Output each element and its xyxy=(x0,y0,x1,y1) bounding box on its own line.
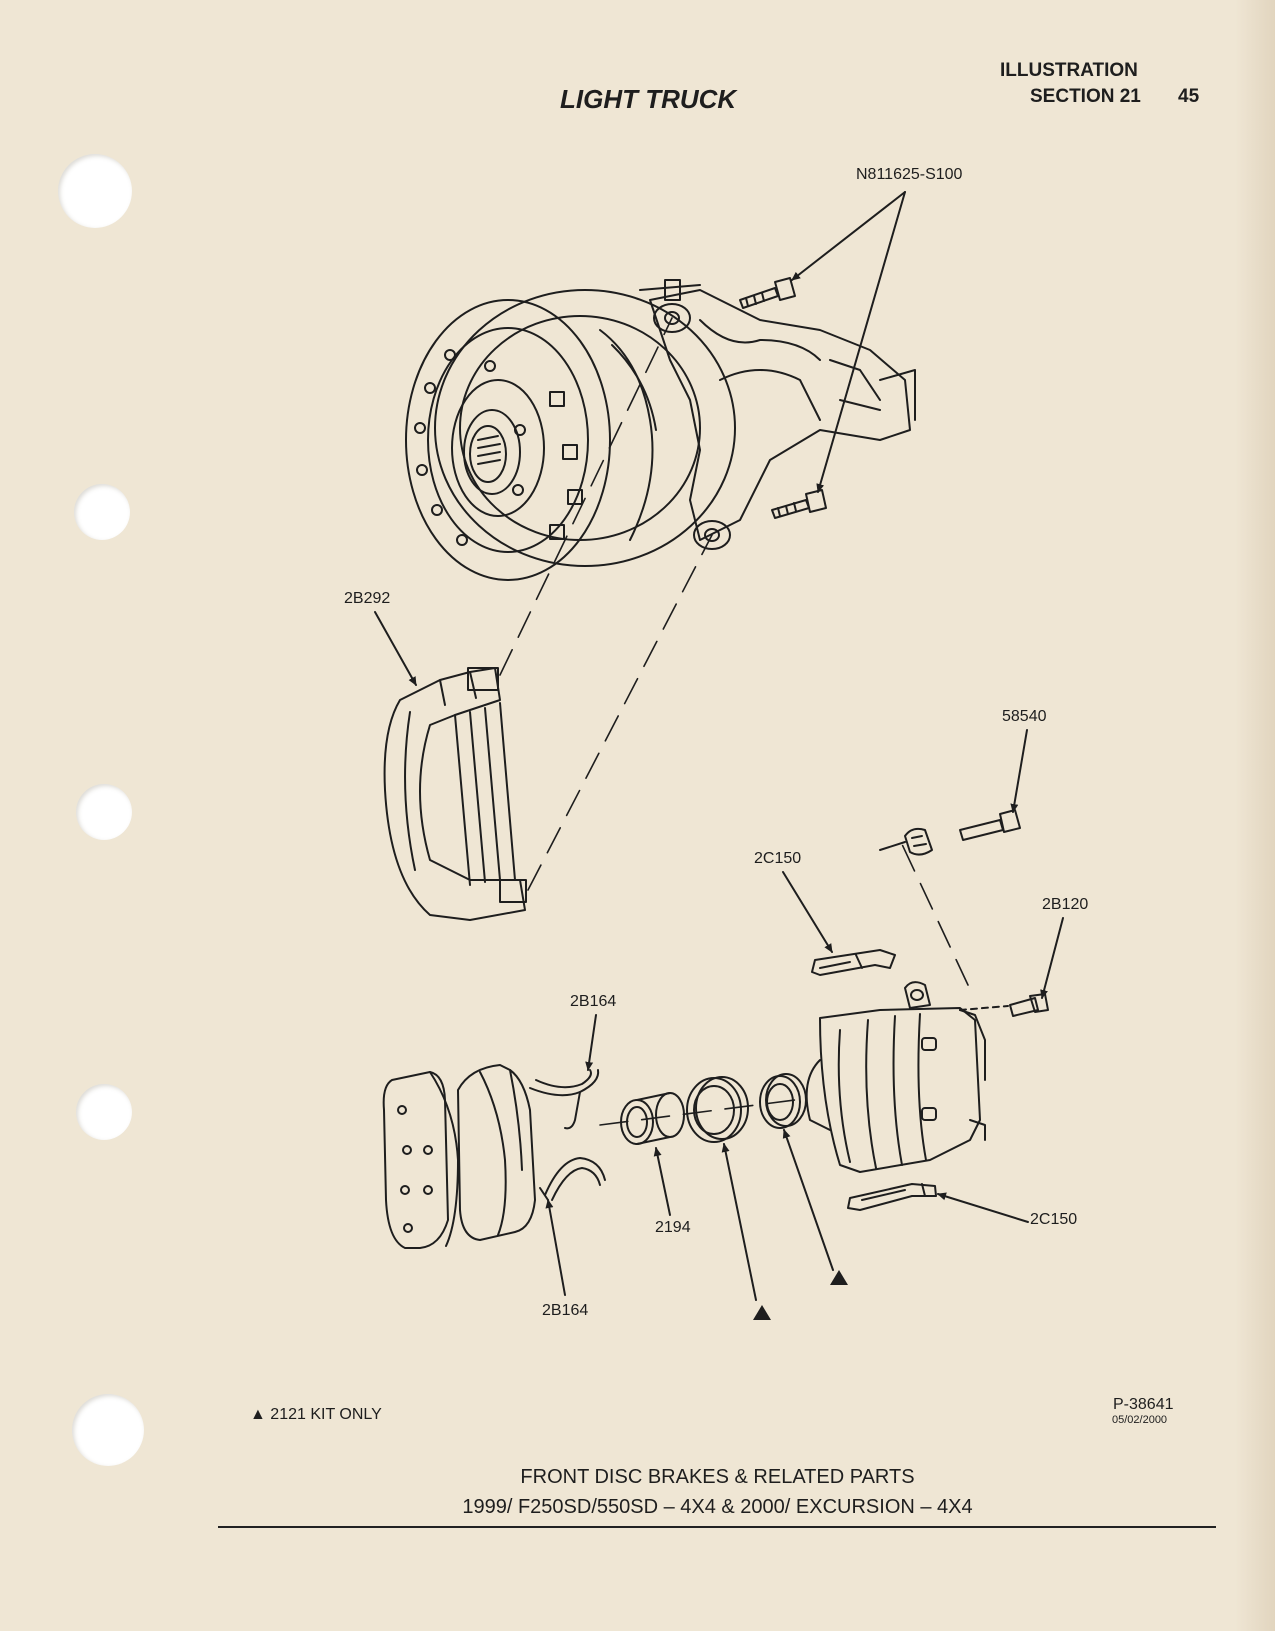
caliper-bolt-lower xyxy=(771,489,827,519)
illustration-label: ILLUSTRATION xyxy=(1000,60,1138,81)
kit-markers xyxy=(753,1270,848,1320)
spring-lower xyxy=(539,1157,606,1201)
kit-marker-triangle xyxy=(753,1305,771,1320)
pin-bolt xyxy=(879,809,1021,856)
footer-rule xyxy=(218,1526,1216,1528)
legend-text: 2121 KIT ONLY xyxy=(270,1406,382,1423)
callout-2b164-upper: 2B164 xyxy=(570,993,617,1010)
caliper-bolt-upper xyxy=(739,277,796,309)
callout-2c150-upper: 2C150 xyxy=(754,850,802,867)
outer-pad xyxy=(382,1071,459,1249)
piston xyxy=(620,1092,685,1145)
binder-hole-1 xyxy=(58,154,132,228)
binder-hole-5 xyxy=(72,1394,144,1466)
rotor-hub-assembly xyxy=(405,279,916,581)
legend-triangle-icon: ▲ xyxy=(250,1406,266,1423)
inner-pad xyxy=(457,1064,536,1241)
binder-hole-2 xyxy=(74,484,130,540)
binder-hole-4 xyxy=(76,1084,132,1140)
callout-n811625: N811625-S100 xyxy=(856,166,963,183)
footer-applicability: 1999/ F250SD/550SD – 4X4 & 2000/ EXCURSI… xyxy=(462,1496,973,1518)
clip-upper xyxy=(811,949,896,976)
page-title: LIGHT TRUCK xyxy=(560,84,737,114)
kit-legend: ▲ 2121 KIT ONLY xyxy=(250,1406,382,1424)
callout-2194: 2194 xyxy=(655,1219,691,1236)
illustration-date: 05/02/2000 xyxy=(1112,1414,1168,1426)
callout-2c150-lower: 2C150 xyxy=(1030,1211,1078,1228)
page-edge-shadow xyxy=(1235,0,1275,1631)
callout-2b292: 2B292 xyxy=(344,590,391,607)
leader-lines xyxy=(374,191,1064,1301)
page-number: 45 xyxy=(1178,86,1200,107)
callout-2b164-lower: 2B164 xyxy=(542,1302,589,1319)
anchor-plate xyxy=(383,667,527,921)
clip-lower xyxy=(847,1183,937,1211)
caliper-housing xyxy=(805,981,986,1173)
bleeder xyxy=(959,993,1049,1017)
callout-2b120: 2B120 xyxy=(1042,896,1089,913)
piston-seal xyxy=(759,1073,807,1129)
callout-58540: 58540 xyxy=(1002,708,1047,725)
alignment-lines xyxy=(499,317,969,1126)
binder-hole-3 xyxy=(76,784,132,840)
spring-upper xyxy=(529,1069,600,1130)
dust-boot xyxy=(686,1076,749,1143)
section-label: SECTION 21 xyxy=(1030,86,1141,107)
illustration-number: P-38641 xyxy=(1113,1396,1174,1413)
kit-marker-triangle xyxy=(830,1270,848,1285)
footer-title: FRONT DISC BRAKES & RELATED PARTS xyxy=(520,1466,915,1488)
